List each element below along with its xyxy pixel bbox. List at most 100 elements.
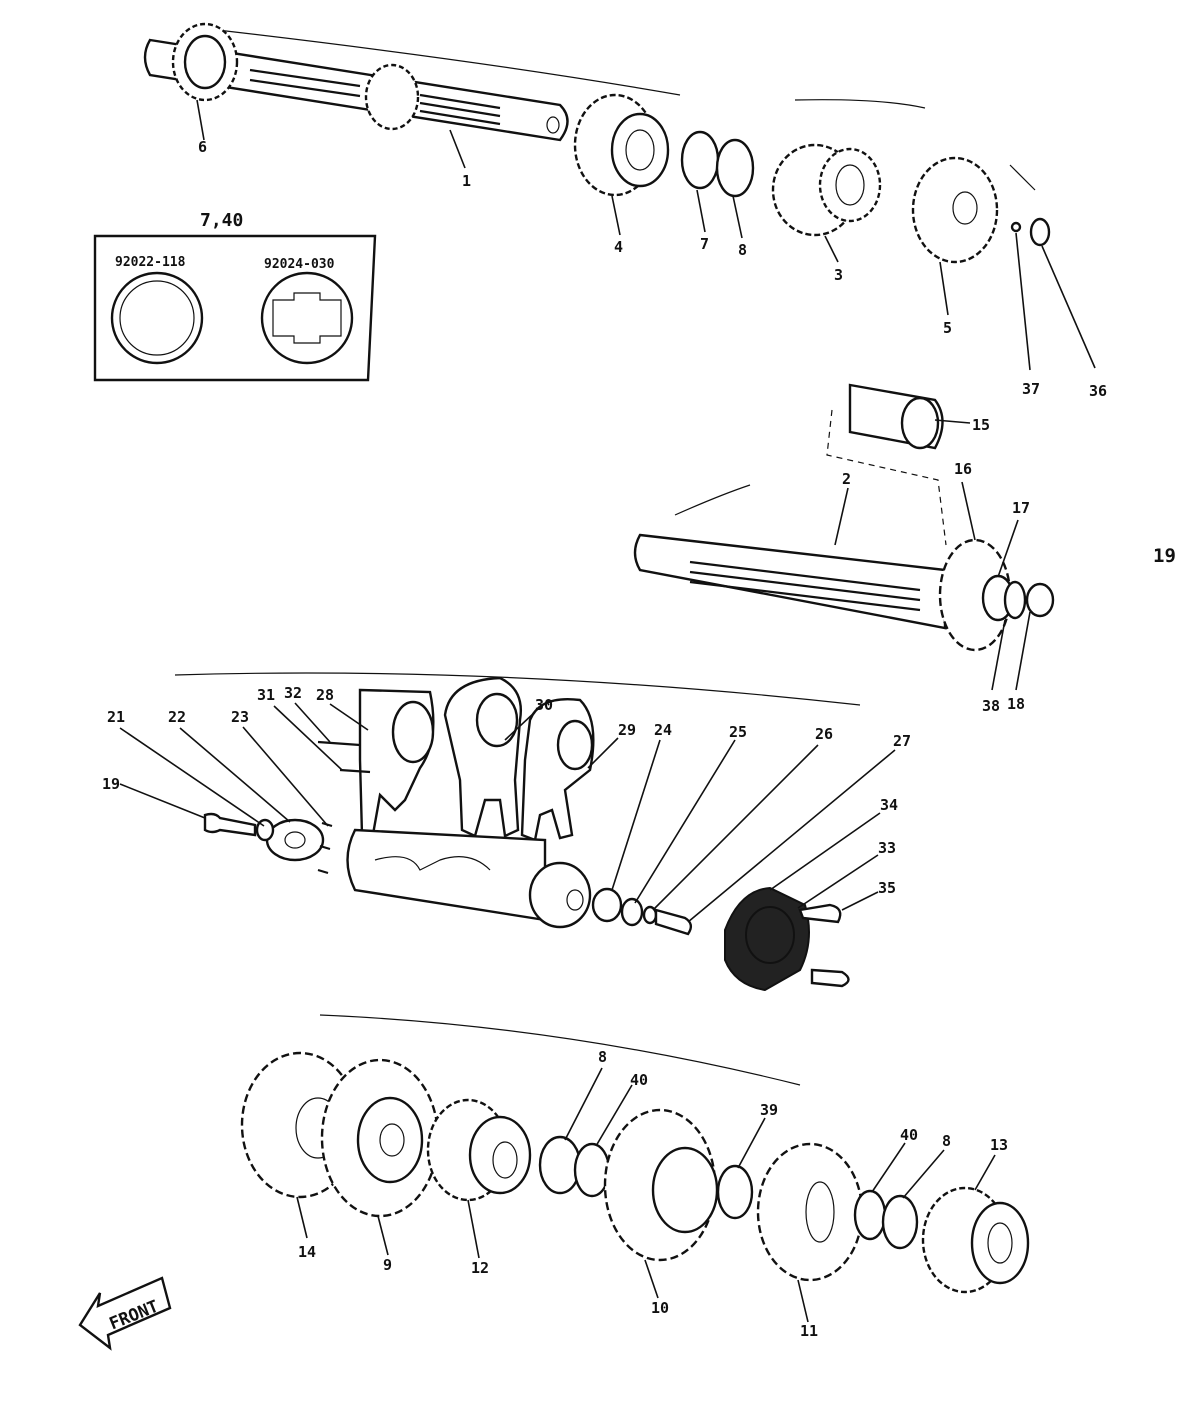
leader-8: [732, 195, 743, 239]
gear-11-bore: [805, 1181, 835, 1243]
spline-hatch: [419, 93, 501, 110]
callout-labels: 19 7,40 92022-118 92024-030 6 1 4 7 8 3 …: [102, 138, 1176, 1340]
alignment-line: [674, 484, 751, 516]
gear-6-hub: [183, 34, 227, 90]
callout-36: 36: [1089, 382, 1107, 400]
leader-33: [797, 854, 879, 909]
gear-4-dog: [610, 112, 670, 188]
leader-16: [961, 481, 976, 541]
gear-4-bore: [625, 129, 655, 171]
leader-31: [273, 705, 343, 771]
gear-11: [756, 1142, 864, 1282]
leader-lines: [119, 99, 1096, 1323]
shift-fork-29: [520, 698, 595, 842]
callout-17: 17: [1012, 499, 1030, 517]
leader-13: [974, 1154, 996, 1191]
bolt-19: [203, 812, 257, 837]
gear-9-bore: [379, 1123, 405, 1157]
callout-3: 3: [834, 266, 843, 284]
gear-10-web: [651, 1146, 719, 1234]
leader-12: [467, 1199, 480, 1259]
leader-29: [587, 737, 619, 769]
inset-part-no-right: 92024-030: [264, 257, 335, 272]
callout-27: 27: [893, 732, 911, 750]
screw-35-lower: [810, 968, 850, 988]
main-shaft: [143, 38, 569, 142]
pin-plate-22-hub: [284, 831, 306, 849]
gear-3-rear: [818, 147, 882, 223]
washer-92022-118-inner: [119, 280, 195, 356]
callout-28: 28: [316, 686, 334, 704]
callout-23: 23: [231, 708, 249, 726]
leader-40-mid: [595, 1084, 633, 1147]
leader-5: [939, 261, 949, 316]
spline-hatch: [689, 580, 921, 612]
gear-5-bore: [952, 191, 978, 225]
leader-3: [824, 235, 839, 263]
leader-2: [834, 487, 849, 546]
washer-92022-118: [110, 271, 204, 365]
drive-shaft: [633, 533, 947, 630]
leader-21: [119, 727, 265, 827]
alignment-line: [174, 672, 861, 706]
leader-11: [797, 1279, 809, 1323]
leader-8-mid: [564, 1067, 603, 1141]
washer-40-right: [853, 1189, 887, 1241]
callout-21: 21: [107, 708, 125, 726]
shift-fork-29-ring: [556, 719, 594, 771]
gear-5: [911, 156, 999, 264]
front-arrow: FRONT: [78, 1276, 172, 1351]
callout-39: 39: [760, 1101, 778, 1119]
shift-drum-end-hole: [566, 889, 584, 911]
leader-14: [296, 1196, 308, 1239]
pin-32: [317, 740, 361, 747]
gear-5-part: [911, 156, 999, 264]
gear-4-part: [573, 93, 670, 197]
leader-6: [196, 99, 205, 141]
washer-39: [716, 1164, 754, 1220]
callout-25: 25: [729, 723, 747, 741]
washer-24: [591, 887, 623, 923]
leader-15: [934, 419, 971, 424]
gear-3-part: [771, 143, 882, 237]
ring-36: [1029, 217, 1051, 247]
inset-box: [93, 234, 377, 382]
alignment-line: [199, 27, 681, 96]
callout-24: 24: [654, 721, 672, 739]
alignment-line: [1009, 164, 1036, 191]
callout-26: 26: [815, 725, 833, 743]
cover-33-hub: [745, 906, 795, 964]
callout-6: 6: [198, 138, 207, 156]
bolt-27: [654, 908, 693, 936]
leader-39: [737, 1117, 766, 1169]
callout-2: 2: [842, 470, 851, 488]
circlip-8-lower: [538, 1135, 582, 1195]
inset-part-no-left: 92022-118: [115, 255, 186, 270]
screw-35: [798, 903, 842, 924]
gear-13-bore: [987, 1222, 1013, 1264]
leader-18: [1015, 611, 1031, 691]
callout-40-mid: 40: [630, 1071, 648, 1089]
gear-9-web: [356, 1096, 424, 1184]
spline-hatch: [419, 101, 501, 118]
pin-23: [317, 868, 329, 875]
leader-1: [449, 129, 466, 169]
callout-19: 19: [102, 775, 120, 793]
callout-1: 1: [462, 172, 471, 190]
leader-26: [652, 744, 819, 911]
leader-25: [634, 739, 736, 904]
front-arrow-icon: [78, 1276, 172, 1351]
washer-40-lower: [573, 1142, 611, 1198]
callout-38: 38: [982, 697, 1000, 715]
callout-11: 11: [800, 1322, 818, 1340]
circlip-8-right: [881, 1194, 919, 1250]
callout-14: 14: [298, 1243, 316, 1261]
callout-7: 7: [700, 235, 709, 253]
callout-31: 31: [257, 686, 275, 704]
callout-32: 32: [284, 684, 302, 702]
leader-35: [841, 891, 879, 911]
callout-8-top: 8: [738, 241, 747, 259]
gear-3-bore: [835, 164, 865, 206]
shift-fork-30-ring: [475, 692, 519, 748]
